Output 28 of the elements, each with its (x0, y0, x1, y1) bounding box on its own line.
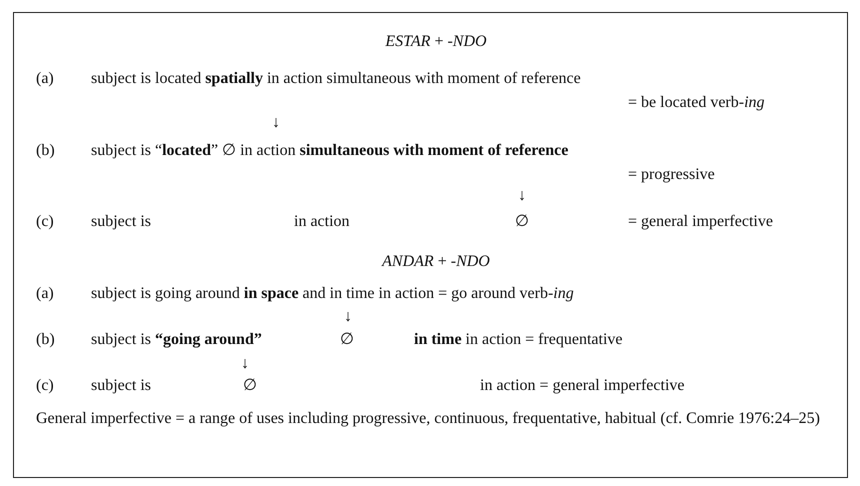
text-line: subject is going around in space and in time in action = go around verb-ing (91, 285, 574, 303)
text-line: (c) (36, 377, 54, 395)
text-line: = be located verb-ing (628, 94, 765, 112)
direction-arrow: ↓ (272, 114, 280, 132)
text-line: (a) (36, 285, 54, 303)
text-line: subject is “located” ∅ in action simultaneous with moment of reference (91, 142, 568, 160)
text-line: subject is located spatially in action simultaneous with moment of reference (91, 70, 581, 88)
text-line: ∅ (243, 377, 257, 395)
text-line: in action (294, 213, 350, 231)
text-line: (b) (36, 142, 55, 160)
text-line: in action = general imperfective (480, 377, 684, 395)
note-paragraph: General imperfective = a range of uses including progressive, continuous, frequentative, habitual (cf. Comrie 1976:24–25) (36, 409, 821, 429)
text-line: (b) (36, 331, 55, 349)
text-line: (a) (36, 70, 54, 88)
text-line: ∅ (340, 331, 354, 349)
direction-arrow: ↓ (241, 355, 249, 373)
heading: ANDAR + -NDO (380, 253, 491, 271)
text-line: = progressive (628, 166, 715, 184)
text-line: subject is “going around” (91, 331, 262, 349)
text-line: ∅ (515, 213, 529, 231)
text-line: in time in action = frequentative (414, 331, 623, 349)
direction-arrow: ↓ (344, 308, 352, 326)
heading: ESTAR + -NDO (384, 33, 488, 51)
text-line: = general imperfective (628, 213, 773, 231)
text-line: subject is (91, 377, 151, 395)
text-line: (c) (36, 213, 54, 231)
direction-arrow: ↓ (518, 187, 526, 205)
text-line: subject is (91, 213, 151, 231)
